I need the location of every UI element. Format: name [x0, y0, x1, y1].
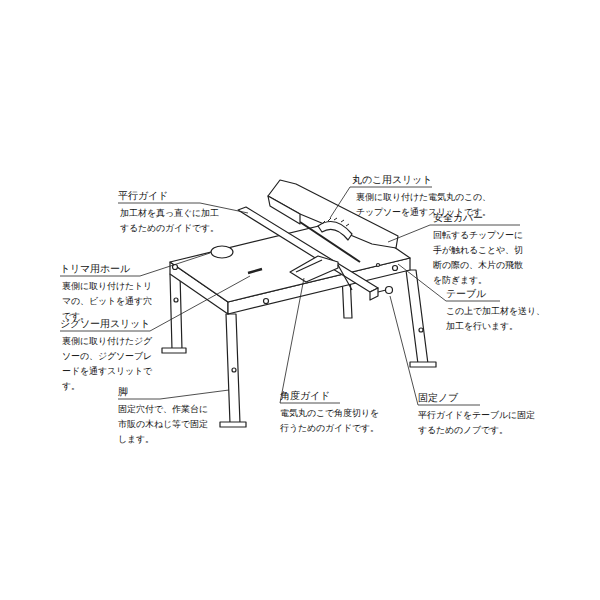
part-name: 角度ガイド: [280, 390, 330, 402]
part-name: 固定ノブ: [418, 392, 458, 404]
part-name: 脚: [118, 386, 128, 398]
angle-guide: [290, 256, 352, 290]
part-name: 安全カバー: [433, 212, 483, 224]
part-name: テーブル: [446, 288, 486, 300]
leader-lines: [60, 187, 520, 405]
callout-text: 裏側に取り付けたジグソーの、ジグソーブレードを通すスリットです。: [62, 334, 157, 394]
part-name: トリマ用ホール: [60, 263, 130, 275]
callout-text: 固定穴付で、作業台に市販の木ねじ等で固定します。: [118, 402, 213, 447]
callout-text: 平行ガイドをテーブルに固定するためのノブです。: [418, 408, 540, 438]
callout-text: 電気丸のこで角度切りを行うためのガイドです。: [280, 406, 384, 436]
callout-text: 加工材を真っ直ぐに加工するためのガイドです。: [120, 206, 224, 236]
callout-text: 裏側に取り付けたトリマの、ビットを通す穴です。: [62, 279, 157, 324]
part-name: ジグソー用スリット: [60, 318, 150, 330]
callout-text: 回転するチップソーに手が触れることや、切断の際の、木片の飛散を防ぎます。: [433, 228, 528, 288]
part-name: 丸のこ用スリット: [352, 174, 432, 186]
trimmer-hole: [211, 246, 233, 258]
jigsaw-slit: [248, 269, 262, 273]
part-name: 平行ガイド: [118, 190, 168, 202]
callout-text: この上で加工材を送り、加工を行います。: [446, 304, 550, 334]
